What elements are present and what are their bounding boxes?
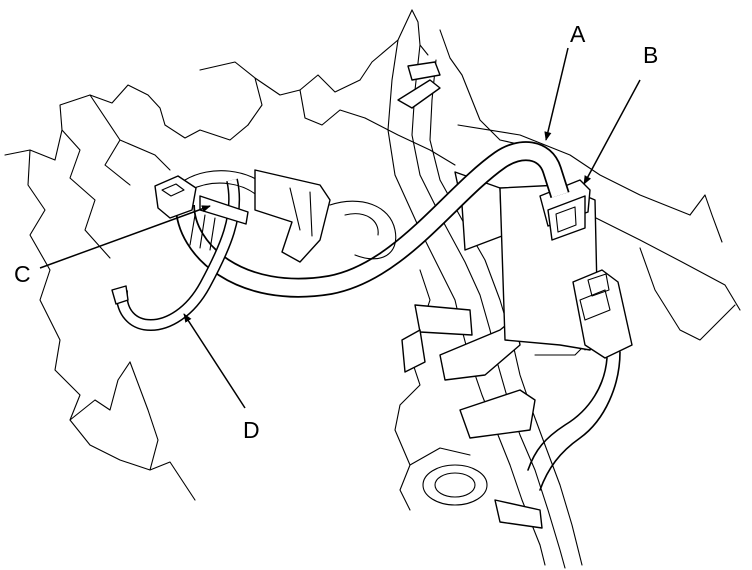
leader-lines [39,47,641,409]
callout-d: D [243,417,260,443]
lower-harness-wire [527,351,621,491]
callout-b: B [643,42,658,68]
leader-a [544,47,569,141]
middle-bracket [254,169,397,263]
clip-c [154,175,249,251]
leader-c [39,205,211,269]
leader-b [583,79,641,185]
callout-labels: A B C D [14,21,658,443]
lower-connector [572,269,633,359]
leader-d [183,313,246,409]
callout-a: A [570,21,586,47]
callout-c: C [14,261,31,287]
